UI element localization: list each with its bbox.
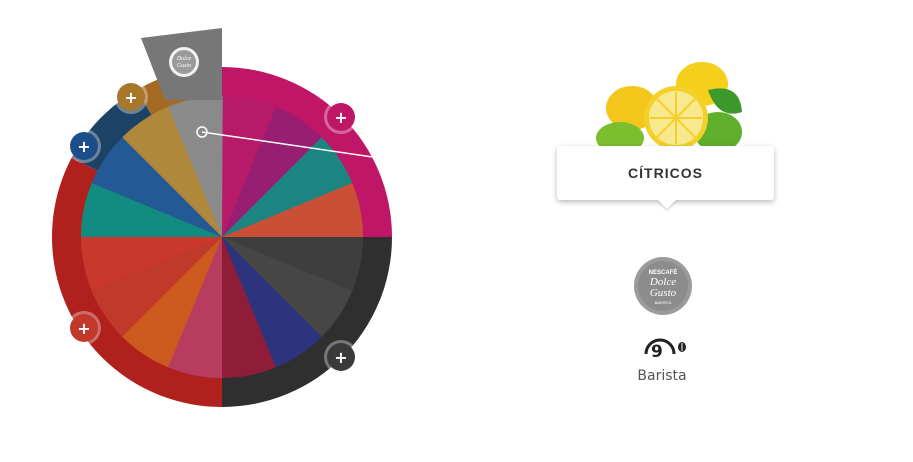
flavor-segments[interactable]	[80, 95, 364, 379]
plus-icon: +	[334, 348, 347, 367]
tab-brand-line: Dolce	[176, 56, 192, 62]
selected-product-tab[interactable]: Dolce Gusto	[141, 28, 222, 100]
flavor-segment[interactable]	[80, 236, 222, 291]
brand-line: Gusto	[650, 287, 677, 299]
flavor-segment[interactable]	[122, 106, 222, 237]
flavor-segment[interactable]	[167, 237, 222, 378]
add-flavor-button[interactable]: +	[114, 80, 148, 114]
selection-pointer-line	[201, 131, 387, 160]
flavor-segment[interactable]	[222, 137, 353, 237]
plus-icon: +	[77, 137, 90, 156]
tooltip-arrow	[657, 199, 677, 209]
intensity-value: 9	[651, 342, 663, 362]
plus-icon: +	[124, 88, 137, 107]
flavor-segment[interactable]	[168, 95, 223, 237]
tab-brand-logo: Dolce Gusto	[169, 47, 199, 77]
flavor-segment[interactable]	[222, 237, 322, 368]
flavor-segment[interactable]	[222, 237, 363, 292]
intensity-indicator: 9	[643, 338, 691, 364]
intensity-gauge-icon	[644, 338, 686, 355]
flavor-segment[interactable]	[91, 237, 222, 337]
flavor-segment[interactable]	[121, 237, 222, 368]
add-flavor-button[interactable]: +	[324, 100, 358, 134]
flavor-wheel[interactable]: Dolce Gusto + + + + +	[0, 0, 460, 462]
brand-line: BARISTA	[655, 300, 672, 305]
plus-buttons[interactable]: + + + + +	[67, 80, 358, 374]
product-name: Barista	[637, 368, 687, 384]
brand-line: Dolce	[649, 276, 676, 288]
flavor-segment[interactable]	[222, 183, 364, 238]
add-flavor-button[interactable]: +	[67, 129, 101, 163]
add-flavor-button[interactable]: +	[67, 311, 101, 345]
flavor-segment[interactable]	[222, 96, 277, 237]
flavor-segment[interactable]	[221, 237, 276, 379]
plus-icon: +	[77, 319, 90, 338]
brand-line: NESCAFÉ	[649, 268, 678, 276]
add-flavor-button[interactable]: +	[324, 340, 358, 374]
tab-brand-line: Gusto	[177, 63, 191, 69]
flavor-segment[interactable]	[81, 182, 222, 237]
flavor-tooltip: CÍTRICOS	[557, 146, 774, 209]
citrus-fruit-image	[596, 62, 742, 152]
flavor-name: CÍTRICOS	[628, 165, 703, 181]
selection-pointer-dot	[196, 126, 208, 138]
flavor-segment[interactable]	[222, 106, 323, 237]
plus-icon: +	[334, 108, 347, 127]
flavor-segment[interactable]	[222, 237, 353, 338]
brand-logo-badge: NESCAFÉ Dolce Gusto BARISTA	[634, 257, 692, 315]
flavor-segment[interactable]	[91, 136, 222, 237]
